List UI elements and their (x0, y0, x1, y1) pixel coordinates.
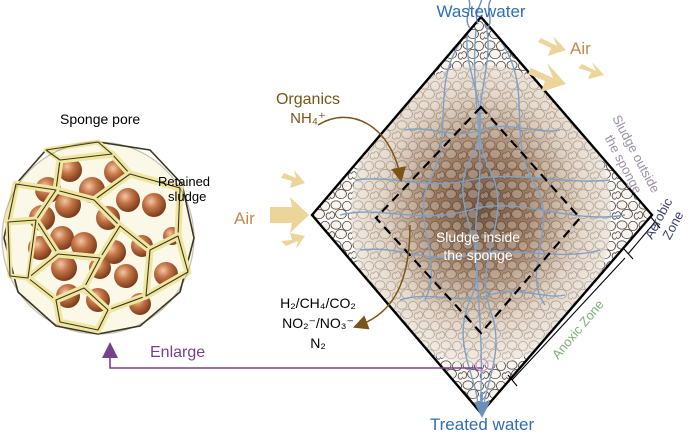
air-label-top: Air (570, 39, 591, 58)
wastewater-label: Wastewater (436, 2, 525, 21)
air-label-left: Air (234, 209, 255, 228)
retained-sludge-label-1: Retained (158, 174, 210, 189)
anoxic-boundary (374, 105, 582, 335)
sponge-pore-sphere (1, 139, 195, 335)
wastewater-inflow (466, 0, 492, 29)
treated-water-label: Treated water (430, 415, 535, 434)
sponge-pore-label: Sponge pore (60, 111, 140, 127)
organics-label: Organics (276, 91, 340, 108)
sludge-inside-label-2: the sponge (443, 247, 512, 263)
gases-arrow (352, 224, 411, 330)
sludge-inside-label-1: Sludge inside (436, 229, 520, 245)
sponge-cube (310, 15, 654, 415)
gases-label-3: N₂ (310, 335, 326, 351)
air-arrows (270, 36, 604, 249)
pore-frame (3, 139, 195, 335)
gases-label-2: NO₂⁻/NO₃⁻ (282, 315, 354, 331)
aerobic-zone-label: Aerobic Zone (641, 195, 686, 242)
enlarge-arrow (102, 342, 482, 369)
nh4-label: NH₄⁺ (290, 110, 326, 127)
zone-dimension-lines (507, 215, 661, 387)
organics-arrow (317, 116, 406, 183)
gases-label-1: H₂/CH₄/CO₂ (280, 295, 356, 311)
enlarge-origin (475, 358, 489, 372)
retained-sludge-label-2: sludge (168, 189, 206, 204)
enlarge-label: Enlarge (150, 344, 205, 361)
